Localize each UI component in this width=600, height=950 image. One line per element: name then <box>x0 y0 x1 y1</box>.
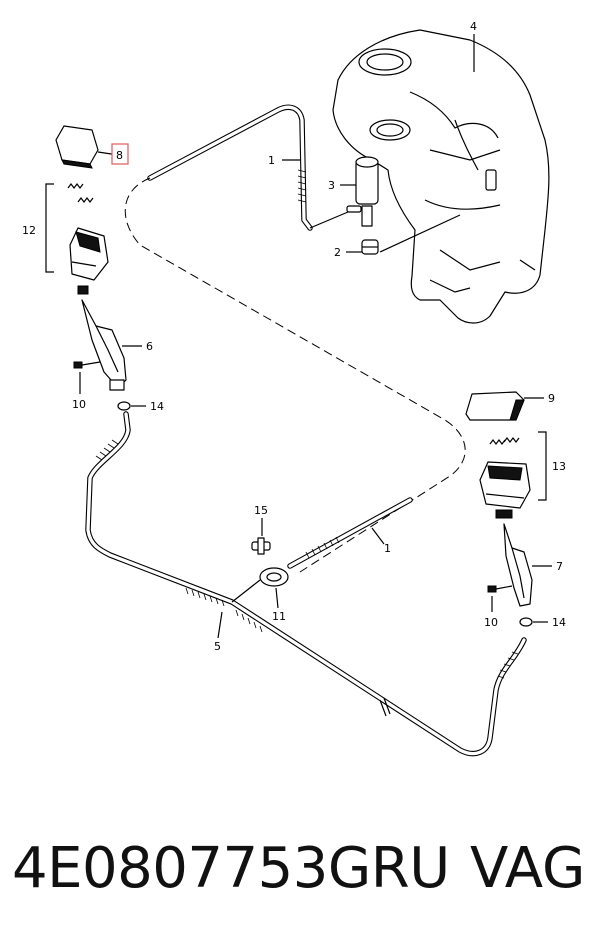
callout-14-left: 14 <box>150 400 164 413</box>
washer-hose-middle <box>287 497 413 569</box>
callout-1-mid: 1 <box>384 542 391 555</box>
callout-8-box <box>111 143 129 165</box>
callout-8: 8 <box>116 149 123 162</box>
washer-hose-top <box>147 104 349 231</box>
washer-jet-left <box>81 299 127 391</box>
callout-1-top: 1 <box>268 154 275 167</box>
callout-9: 9 <box>548 392 555 405</box>
callout-2: 2 <box>334 246 341 259</box>
callout-11: 11 <box>272 610 286 623</box>
bracket-13 <box>538 431 547 501</box>
callout-7: 7 <box>556 560 563 573</box>
washer-bracket-right <box>479 461 531 519</box>
callout-10-right: 10 <box>484 616 498 629</box>
callout-13: 13 <box>552 460 566 473</box>
seal-washer-right <box>519 617 533 627</box>
callout-3: 3 <box>328 179 335 192</box>
hose-connector <box>251 537 271 555</box>
springs-left <box>67 183 94 203</box>
t-piece-connector <box>231 567 289 603</box>
callout-5: 5 <box>214 640 221 653</box>
headlamp-washer-cap-right <box>465 391 525 421</box>
callout-14-right: 14 <box>552 616 566 629</box>
brand-name: VAG <box>470 836 586 901</box>
part-number: 4E0807753GRU <box>12 836 450 901</box>
washer-reservoir <box>332 29 550 324</box>
hose-route-dashed <box>124 177 466 573</box>
leader-1-mid <box>371 527 385 545</box>
leader-11 <box>275 587 279 609</box>
washer-pump <box>346 156 379 227</box>
headlamp-washer-cap-left <box>55 125 119 169</box>
screw-right <box>487 585 513 593</box>
callout-6: 6 <box>146 340 153 353</box>
screw-left <box>73 361 101 369</box>
washer-bracket-left <box>69 227 109 295</box>
washer-hose-bottom <box>85 411 527 757</box>
callout-10-left: 10 <box>72 398 86 411</box>
springs-right <box>489 437 520 445</box>
callout-4: 4 <box>470 20 477 33</box>
parts-diagram: 4 3 2 1 8 12 <box>22 20 566 757</box>
seal-washer-left <box>117 401 131 411</box>
leader-5 <box>217 611 223 639</box>
pump-grommet <box>361 239 379 255</box>
callout-12: 12 <box>22 224 36 237</box>
callout-15: 15 <box>254 504 268 517</box>
bracket-12 <box>45 183 54 273</box>
leader-2-ref <box>379 214 461 253</box>
washer-jet-right <box>503 523 533 607</box>
footer: 4E0807753GRU VAG <box>0 826 600 936</box>
